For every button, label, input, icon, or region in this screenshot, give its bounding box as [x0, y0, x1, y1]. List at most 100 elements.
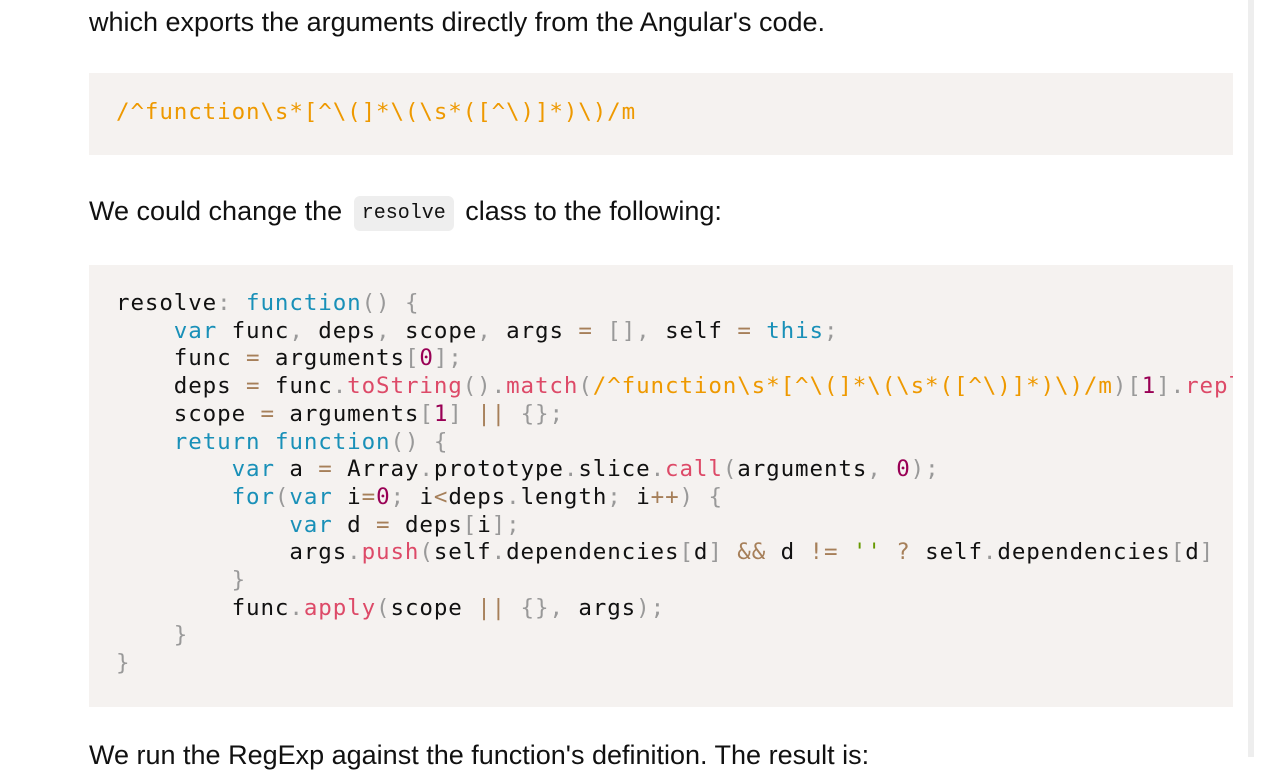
- code-token-op: ||: [477, 400, 507, 427]
- code-token-plain: Array: [332, 456, 420, 483]
- page-scrollbar[interactable]: [1248, 0, 1254, 757]
- code-token-punc: {};: [520, 400, 564, 427]
- code-token-punc: () {: [390, 428, 449, 455]
- code-token-plain: [838, 539, 852, 565]
- code-line: func.apply(scope || {}, args);: [116, 595, 1233, 623]
- code-token-kw: var: [173, 317, 218, 344]
- code-token-plain: [506, 595, 520, 621]
- code-line: var func, deps, scope, args = [], self =…: [116, 318, 1233, 346]
- code-token-fn: push: [361, 539, 420, 566]
- code-token-kw: var: [289, 511, 333, 538]
- code-token-op: ||: [477, 594, 507, 621]
- code-token-plain: args: [116, 539, 348, 566]
- code-token-punc: }: [231, 567, 247, 594]
- code-token-punc: ) {: [679, 483, 723, 510]
- code-token-kw: return: [173, 428, 261, 455]
- code-token-op: <: [433, 483, 449, 510]
- code-token-plain: args: [578, 594, 637, 621]
- change-text-after: class to the following:: [465, 196, 722, 226]
- code-token-plain: slice: [578, 456, 651, 483]
- code-token-punc: (: [578, 373, 593, 400]
- code-token-punc: .: [419, 456, 434, 483]
- code-token-plain: self: [910, 539, 983, 566]
- code-token-punc: ,: [477, 317, 507, 344]
- code-line: for(var i=0; i<deps.length; i++) {: [116, 484, 1233, 512]
- code-token-plain: d: [1185, 539, 1200, 566]
- code-token-punc: (: [419, 539, 434, 566]
- code-token-punc: .: [563, 456, 579, 483]
- code-token-plain: i: [477, 511, 492, 538]
- code-token-punc: ,: [289, 317, 319, 344]
- code-token-plain: func: [116, 594, 290, 621]
- intro-paragraph: which exports the arguments directly fro…: [89, 7, 826, 37]
- code-line: args.push(self.dependencies[d] && d != '…: [116, 539, 1233, 567]
- code-token-punc: ]: [448, 400, 463, 427]
- code-token-plain: [116, 622, 174, 648]
- code-token-fn: call: [665, 456, 723, 483]
- code-token-plain: args: [506, 317, 579, 344]
- code-token-plain: length: [520, 483, 608, 510]
- code-token-op: !=: [809, 539, 839, 566]
- code-token-num: 0: [896, 456, 911, 483]
- code-token-punc: {},: [520, 594, 579, 621]
- code-token-punc: (: [722, 456, 738, 483]
- code-token-plain: func: [260, 373, 333, 400]
- code-token-op: =: [578, 317, 593, 344]
- code-token-punc: .: [491, 539, 507, 566]
- code-token-punc: () {: [361, 290, 420, 316]
- code-token-punc: ]: [1199, 539, 1215, 566]
- code-line: }: [116, 567, 1233, 595]
- code-token-punc: [: [679, 539, 694, 566]
- code-token-plain: scope: [390, 594, 478, 621]
- code-token-plain: [752, 318, 766, 344]
- code-token-num: 0: [376, 483, 391, 510]
- code-token-plain: deps: [116, 373, 247, 400]
- code-token-punc: (: [376, 594, 391, 621]
- code-token-kw: var: [231, 456, 275, 483]
- code-token-op: &&: [737, 539, 767, 566]
- code-content: resolve: function() { var func, deps, sc…: [116, 290, 1233, 678]
- inline-code-resolve: resolve: [353, 196, 454, 231]
- code-line: return function() {: [116, 429, 1233, 457]
- code-token-fn: apply: [303, 594, 377, 621]
- code-token-plain: prototype: [433, 456, 564, 483]
- code-token-plain: [116, 567, 232, 593]
- resolve-code-block: resolve: function() { var func, deps, sc…: [89, 265, 1233, 707]
- code-token-punc: [: [462, 511, 478, 538]
- code-token-plain: deps: [390, 511, 463, 538]
- code-token-op: =: [246, 345, 261, 372]
- code-token-num: 1: [1141, 373, 1157, 400]
- code-line: var d = deps[i];: [116, 512, 1233, 540]
- code-token-punc: [: [404, 345, 420, 372]
- code-token-punc: .: [289, 594, 304, 621]
- code-line: resolve: function() {: [116, 290, 1233, 318]
- code-token-plain: [116, 456, 232, 482]
- code-token-punc: );: [636, 594, 666, 621]
- code-token-fn: match: [506, 373, 579, 400]
- code-token-punc: .: [506, 483, 521, 510]
- regex-code-block: /^function\s*[^\(]*\(\s*([^\)]*)\)/m: [89, 73, 1233, 155]
- code-token-plain: d: [766, 539, 810, 566]
- code-token-punc: ];: [433, 345, 463, 372]
- code-line: deps = func.toString().match(/^function\…: [116, 373, 1233, 401]
- code-token-plain: func: [116, 345, 247, 372]
- code-token-plain: d: [332, 511, 377, 538]
- code-token-punc: );: [910, 456, 940, 483]
- code-token-fn: replace: [1185, 373, 1233, 400]
- code-line: scope = arguments[1] || {};: [116, 401, 1233, 429]
- code-token-plain: scope: [404, 317, 478, 344]
- code-line: func = arguments[0];: [116, 345, 1233, 373]
- code-token-fn: toString: [347, 373, 463, 400]
- code-token-punc: ;: [824, 317, 839, 344]
- code-token-punc: ,: [636, 317, 666, 344]
- code-token-punc: ;: [390, 483, 420, 510]
- code-token-plain: arguments: [274, 400, 420, 427]
- code-token-plain: dependencies: [997, 539, 1171, 566]
- code-token-punc: ().: [462, 373, 507, 400]
- regex-code: /^function\s*[^\(]*\(\s*([^\)]*)\)/m: [116, 99, 637, 125]
- code-token-punc: }: [116, 650, 131, 677]
- code-token-punc: .: [982, 539, 998, 566]
- code-token-str: '': [852, 539, 882, 566]
- code-token-plain: resolve: [116, 290, 218, 316]
- code-token-op: =: [260, 400, 275, 427]
